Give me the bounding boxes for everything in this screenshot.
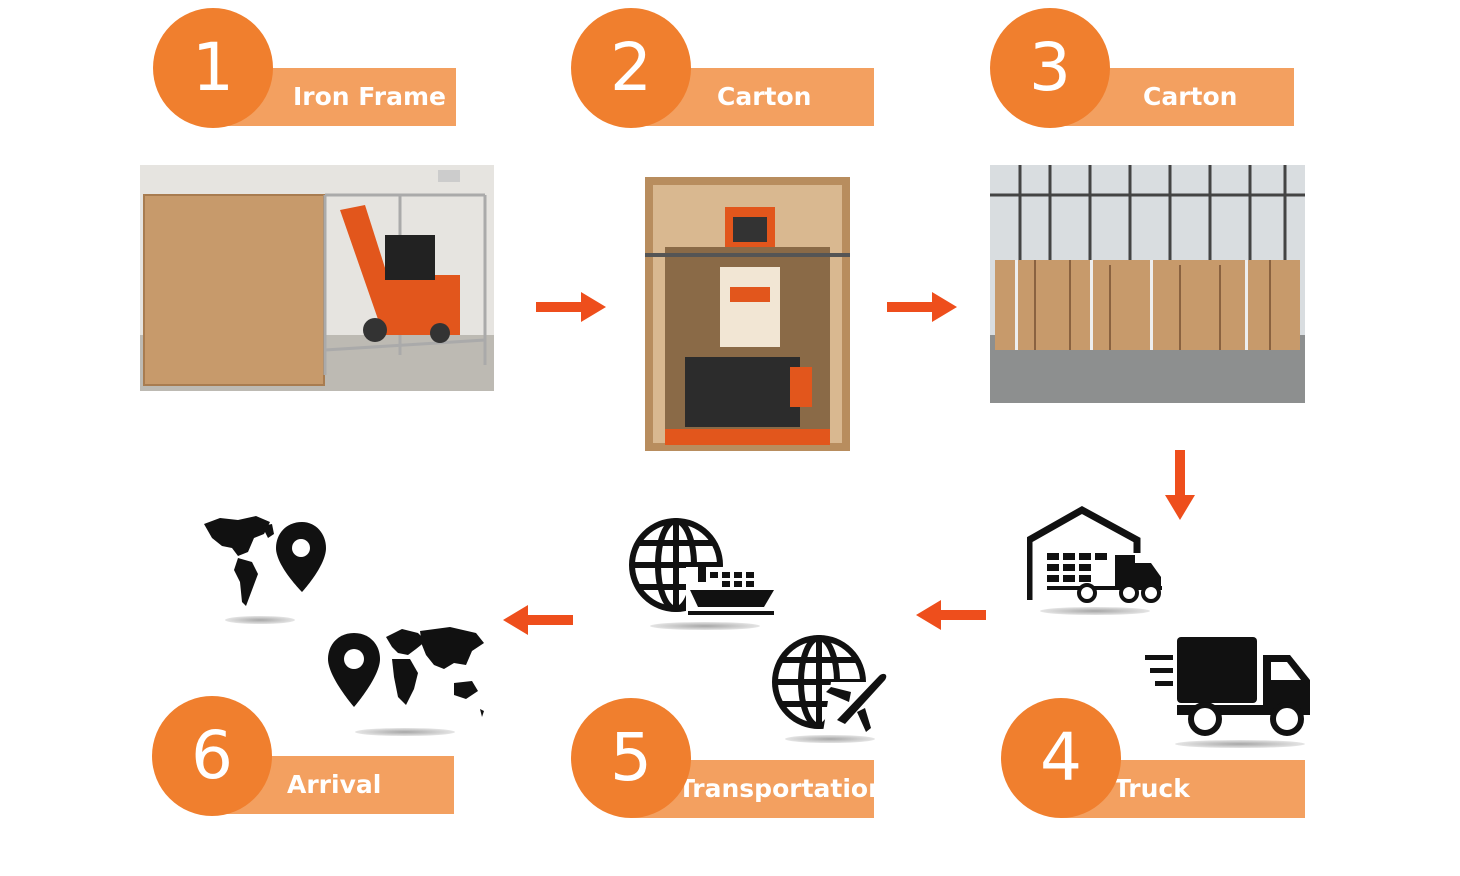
warehouse-cartons-photo bbox=[990, 165, 1305, 403]
step-3-number: 3 bbox=[990, 8, 1110, 128]
step-3: Carton 3 bbox=[990, 8, 1294, 130]
carton-photo bbox=[645, 177, 850, 451]
world-map-pin-icon bbox=[204, 516, 326, 606]
globe-ship-shadow bbox=[650, 622, 760, 630]
pin-world-map-icon bbox=[328, 627, 484, 717]
pin-world-map-shadow bbox=[355, 728, 455, 736]
step-6-number: 6 bbox=[152, 696, 272, 816]
warehouse-truck-shadow bbox=[1040, 607, 1150, 615]
iron-frame-photo bbox=[140, 165, 494, 391]
step-5-label: Transportation bbox=[678, 774, 886, 803]
delivery-truck-icon bbox=[1145, 637, 1310, 736]
step-1-number: 1 bbox=[153, 8, 273, 128]
warehouse-truck-icon bbox=[1027, 505, 1162, 603]
step-5-number: 5 bbox=[571, 698, 691, 818]
world-map-pin-shadow bbox=[225, 616, 295, 624]
arrow-right-1 bbox=[536, 292, 606, 322]
globe-plane-icon bbox=[772, 635, 889, 732]
globe-ship-icon bbox=[629, 518, 778, 617]
step-1-label: Iron Frame bbox=[293, 82, 446, 111]
arrow-left-1 bbox=[916, 600, 986, 630]
step-2-number: 2 bbox=[571, 8, 691, 128]
step-2-label: Carton bbox=[717, 82, 812, 111]
step-2: Carton 2 bbox=[571, 8, 874, 130]
step-3-label: Carton bbox=[1143, 82, 1238, 111]
step-6-label: Arrival bbox=[287, 770, 382, 799]
arrow-down bbox=[1165, 450, 1195, 520]
step-1: Iron Frame 1 bbox=[153, 8, 456, 130]
step-4-label: Truck Loading bbox=[1114, 774, 1227, 861]
delivery-truck-shadow bbox=[1175, 740, 1305, 748]
step-4-number: 4 bbox=[1001, 698, 1121, 818]
globe-plane-shadow bbox=[785, 735, 875, 743]
step-4: Truck Loading 4 bbox=[1001, 698, 1305, 861]
step-5: Transportation 5 bbox=[571, 698, 886, 820]
step-6: Arrival 6 bbox=[152, 696, 454, 818]
arrow-left-2 bbox=[503, 605, 573, 635]
arrow-right-2 bbox=[887, 292, 957, 322]
